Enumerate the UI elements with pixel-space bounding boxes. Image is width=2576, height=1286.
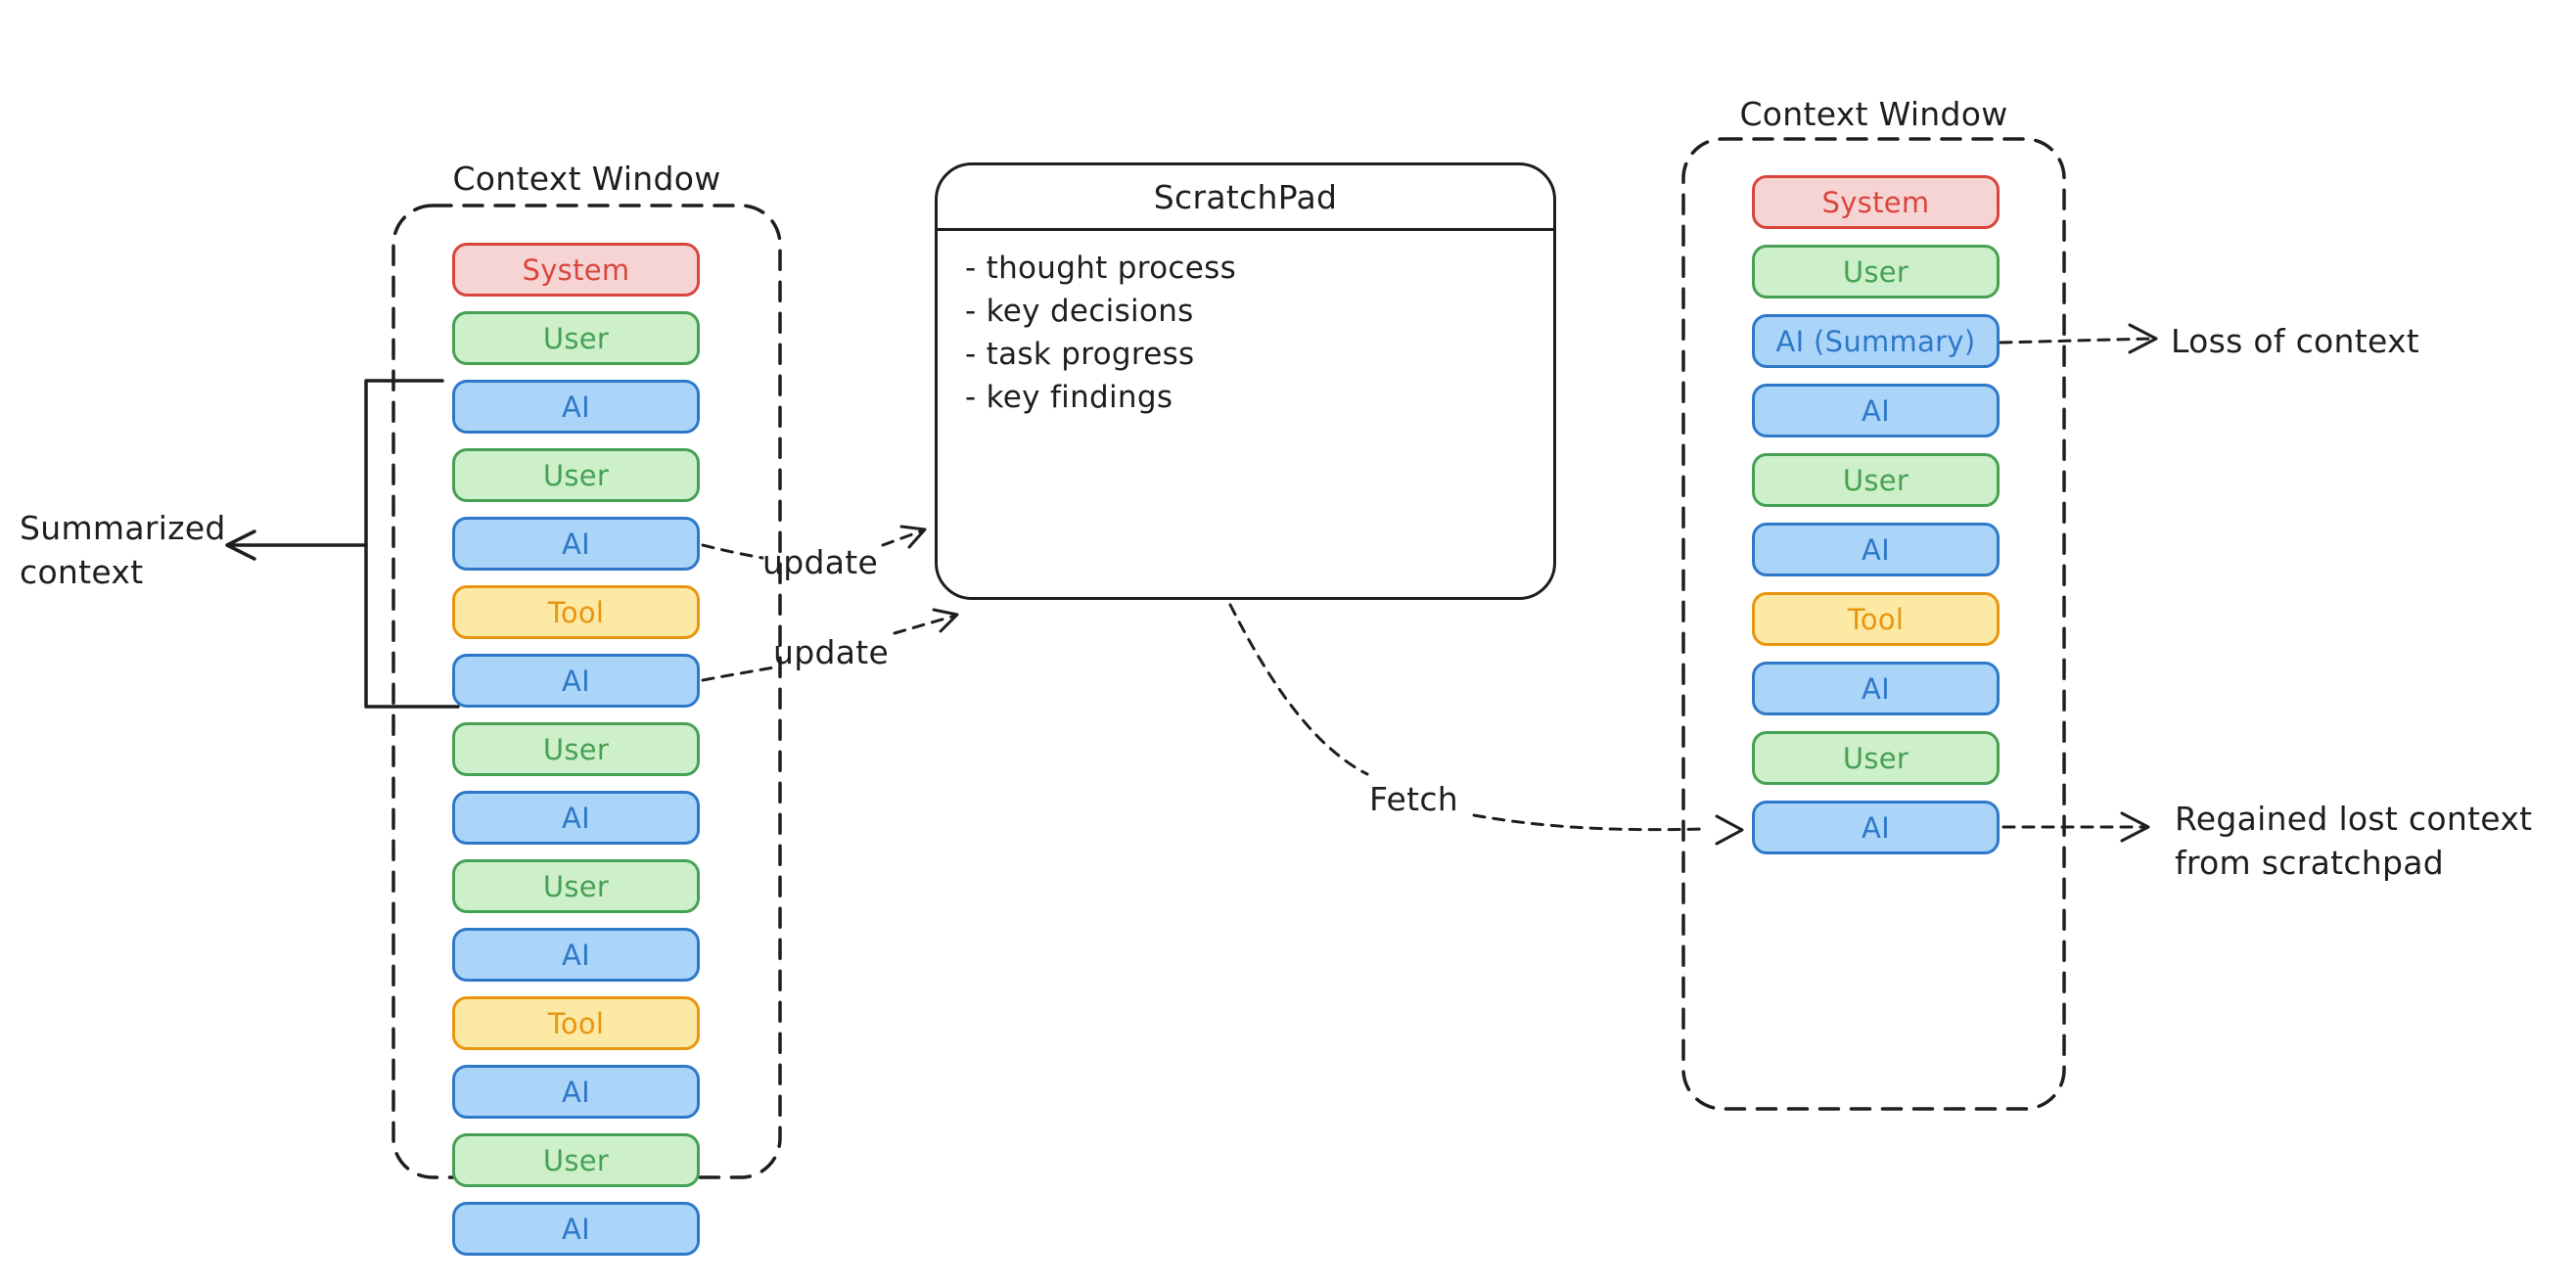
message-box-ai: AI xyxy=(1752,662,2000,715)
message-box-label: User xyxy=(542,458,610,492)
message-box-ai: AI xyxy=(452,1202,700,1256)
fetch-arrow-head xyxy=(1715,814,1744,846)
loss-arrow-head xyxy=(2128,323,2158,354)
message-box-label: User xyxy=(542,1143,610,1177)
message-box-label: AI xyxy=(1862,532,1890,567)
regained-context-label: Regained lost context from scratchpad xyxy=(2175,797,2532,885)
message-box-label: Tool xyxy=(547,1006,605,1040)
summarized-context-label: Summarized context xyxy=(20,506,226,594)
message-box-user: User xyxy=(452,448,700,502)
update-bottom-label: update xyxy=(773,633,890,671)
message-box-tool: Tool xyxy=(452,585,700,639)
scratchpad-item: - thought process xyxy=(965,251,1237,286)
loss-of-context-label: Loss of context xyxy=(2171,322,2420,360)
regained-context-line2: from scratchpad xyxy=(2175,844,2445,882)
message-box-user: User xyxy=(1752,453,2000,507)
message-box-label: Tool xyxy=(547,595,605,629)
message-box-tool: Tool xyxy=(1752,592,2000,646)
message-box-label: System xyxy=(522,253,630,287)
regained-arrow-head xyxy=(2120,811,2150,843)
message-box-user: User xyxy=(452,722,700,776)
scratchpad-item-list: - thought process - key decisions - task p… xyxy=(938,231,1553,419)
message-box-label: User xyxy=(1842,463,1909,497)
update-top-arrow-source xyxy=(701,543,764,560)
message-box-ai: AI xyxy=(1752,523,2000,576)
message-box-label: AI xyxy=(562,801,590,835)
message-box-label: AI xyxy=(1862,671,1890,706)
message-box-label: AI xyxy=(562,664,590,698)
message-box-user: User xyxy=(452,1133,700,1187)
message-box-ai: AI xyxy=(452,380,700,434)
scratchpad-item: - task progress xyxy=(965,337,1195,372)
message-box-label: AI xyxy=(1862,393,1890,428)
update-top-arrow-shaft xyxy=(881,528,925,547)
message-box-ai: AI xyxy=(1752,801,2000,854)
message-box-label: AI xyxy=(1862,810,1890,845)
message-box-user: User xyxy=(1752,731,2000,785)
summarized-context-line1: Summarized xyxy=(20,509,226,547)
update-top-label: update xyxy=(762,543,879,581)
message-box-user: User xyxy=(1752,245,2000,299)
message-box-ai: AI xyxy=(452,791,700,845)
message-box-ai: AI (Summary) xyxy=(1752,314,2000,368)
message-box-system: System xyxy=(452,243,700,297)
message-box-label: User xyxy=(542,732,610,766)
message-box-label: AI xyxy=(562,1212,590,1246)
summarize-bracket xyxy=(364,379,460,709)
message-box-label: AI xyxy=(562,390,590,424)
message-box-label: AI xyxy=(562,1075,590,1109)
regained-context-line1: Regained lost context xyxy=(2175,800,2533,838)
message-box-ai: AI xyxy=(452,517,700,571)
fetch-arrow-curve xyxy=(1228,603,1369,776)
message-box-label: User xyxy=(542,321,610,355)
fetch-arrow-shaft xyxy=(1472,813,1706,832)
left-context-window-title: Context Window xyxy=(452,160,721,198)
message-box-user: User xyxy=(452,859,700,913)
message-box-ai: AI xyxy=(452,654,700,708)
message-box-label: Tool xyxy=(1847,602,1905,636)
message-box-label: User xyxy=(542,869,610,903)
update-bottom-arrow-source xyxy=(701,666,776,682)
message-box-user: User xyxy=(452,311,700,365)
scratchpad-item: - key findings xyxy=(965,380,1173,415)
message-box-label: AI (Summary) xyxy=(1775,324,1976,358)
scratchpad-box: ScratchPad - thought process - key decisi… xyxy=(935,162,1556,600)
message-box-system: System xyxy=(1752,175,2000,229)
update-top-arrow-head xyxy=(899,525,927,549)
fetch-label: Fetch xyxy=(1369,780,1458,818)
loss-arrow-shaft xyxy=(1999,337,2153,344)
message-box-label: User xyxy=(1842,741,1909,775)
scratchpad-item: - key decisions xyxy=(965,294,1194,329)
update-bottom-arrow-head xyxy=(932,608,959,633)
message-box-label: AI xyxy=(562,527,590,561)
update-bottom-arrow-shaft xyxy=(893,614,957,635)
summarized-arrow-head xyxy=(225,529,256,561)
message-box-ai: AI xyxy=(452,928,700,982)
message-box-ai: AI xyxy=(452,1065,700,1119)
message-box-ai: AI xyxy=(1752,384,2000,437)
message-box-label: System xyxy=(1821,185,1930,219)
scratchpad-title: ScratchPad xyxy=(938,165,1553,231)
summarized-context-line2: context xyxy=(20,553,144,591)
message-box-label: User xyxy=(1842,254,1909,289)
right-context-window-title: Context Window xyxy=(1739,95,2008,133)
message-box-tool: Tool xyxy=(452,996,700,1050)
message-box-label: AI xyxy=(562,938,590,972)
